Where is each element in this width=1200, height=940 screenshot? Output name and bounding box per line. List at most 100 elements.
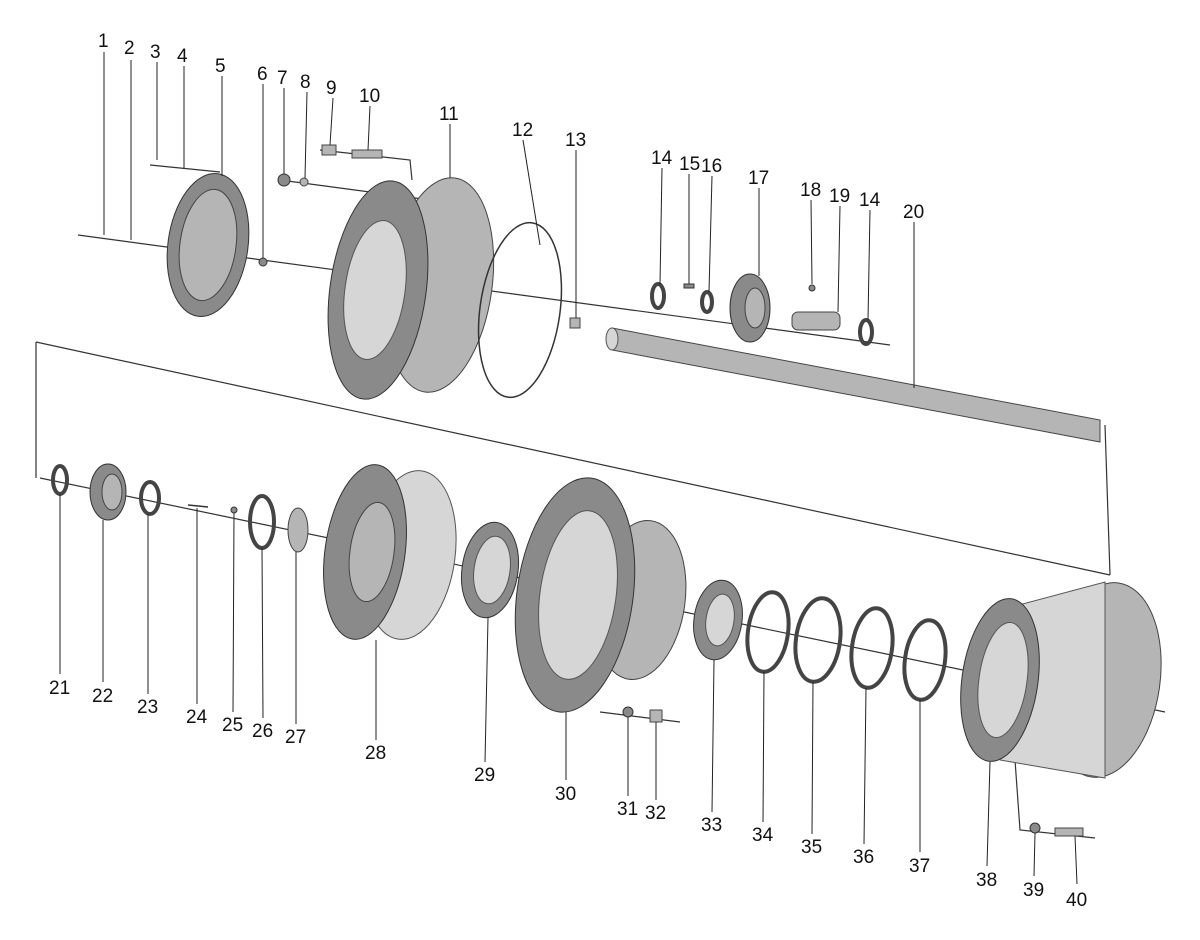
leader-36 [863,687,867,845]
callout-26: 26 [252,721,273,742]
leader-25 [232,512,235,713]
leader-35 [811,681,814,835]
pin-axis-lower-left [599,711,681,723]
plug-9 [321,144,337,156]
callout-8: 8 [300,72,311,93]
seal-37 [902,618,948,702]
plug-13 [569,317,581,329]
callout-14a: 14 [651,148,673,169]
ball-18 [808,284,816,292]
link-frame-top [35,341,1111,576]
callout-14b: 14 [859,190,881,211]
callout-38: 38 [976,870,997,891]
callout-19: 19 [829,186,850,207]
leader-18 [810,199,813,285]
end-cover-face [178,188,238,302]
planet-carrier-housing-face [343,220,407,360]
callout-32: 32 [645,803,666,824]
leader-16 [708,175,713,293]
callout-37: 37 [909,856,930,877]
ring-16 [700,290,714,314]
o-ring-12 [477,221,563,399]
leader-33 [711,659,715,813]
callout-18: 18 [800,180,821,201]
callout-labels: 1 2 3 4 5 6 7 8 9 10 11 12 13 14 15 16 1… [49,31,1087,911]
snap-ring-14a [650,282,666,310]
link-frame-right [1104,424,1111,576]
upper-assembly [166,144,1101,443]
callout-16: 16 [701,156,722,177]
bolt-head-7 [277,173,291,187]
leader-39 [1033,832,1036,877]
bearing-33-bore [705,593,735,647]
nut-32 [649,709,663,723]
half-shaft-20 [611,327,1101,443]
leader-38 [986,761,991,867]
leader-40 [1074,835,1078,885]
ball-25 [230,506,238,514]
callout-22: 22 [92,686,113,707]
planet-gear-17-hub [744,287,766,329]
callout-17: 17 [748,168,769,189]
nut-39 [1029,822,1041,834]
callout-34: 34 [752,825,774,846]
callout-9: 9 [326,78,337,99]
seal-35 [793,596,843,684]
callout-23: 23 [137,697,158,718]
callout-13: 13 [565,130,586,151]
callout-29: 29 [474,765,495,786]
leader-29 [484,617,489,763]
leader-26 [261,547,264,719]
half-shaft-20-end [605,327,619,351]
callout-1: 1 [98,31,109,52]
leader-14b [867,209,871,321]
pin-axis-upper [149,164,221,173]
callout-21: 21 [49,678,70,699]
callout-5: 5 [215,56,226,77]
callout-2: 2 [124,38,135,59]
seal-36 [849,606,895,690]
callout-11: 11 [439,104,459,125]
callout-30: 30 [555,784,576,805]
needle-roller-19 [791,311,841,331]
callout-25: 25 [222,715,243,736]
callout-33: 33 [701,815,722,836]
leader-19 [837,205,841,313]
pin-axis-plug [319,149,413,181]
bolt-40 [1054,827,1084,837]
lower-assembly [51,463,1162,837]
callout-12: 12 [512,120,533,141]
leader-8 [304,91,308,179]
seal-34 [745,590,791,674]
snap-ring-14b [858,318,874,346]
callout-28: 28 [365,743,386,764]
leader-lines [59,52,1078,885]
callout-31: 31 [617,799,638,820]
brake-drum-38-face [977,621,1029,739]
sun-gear-22-face [101,473,123,511]
callout-15: 15 [679,154,700,175]
bolt-31 [622,706,634,718]
callout-4: 4 [177,46,188,67]
callout-10: 10 [359,86,380,107]
ring-23 [139,480,161,516]
callout-3: 3 [150,42,161,63]
callout-27: 27 [285,727,306,748]
leader-9 [329,97,334,146]
pin-24 [187,504,209,508]
callout-20: 20 [903,202,924,223]
small-washer-6 [258,257,268,267]
callout-39: 39 [1023,880,1044,901]
callout-40: 40 [1066,890,1087,911]
callout-7: 7 [277,68,288,89]
callout-35: 35 [801,837,822,858]
washer-8 [299,177,309,187]
leader-14a [659,167,663,285]
pin-15 [683,283,695,289]
leader-12 [522,139,541,246]
callout-36: 36 [853,847,874,868]
plug-10 [351,149,383,159]
wheel-hub-30-face [538,510,618,680]
leader-10 [367,105,371,151]
